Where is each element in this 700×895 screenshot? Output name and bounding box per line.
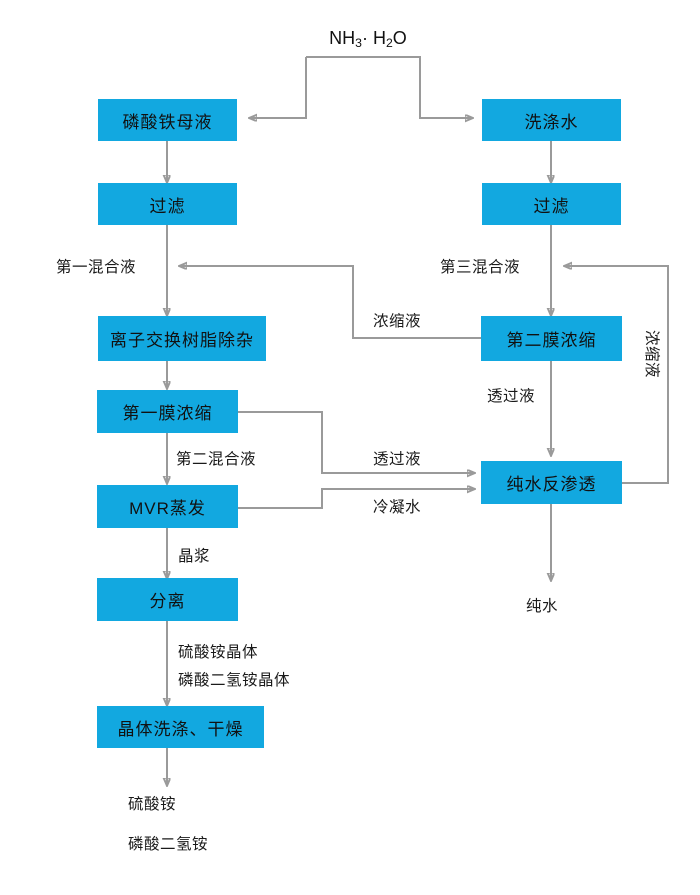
node-mvr-evaporation[interactable]: MVR蒸发 bbox=[97, 485, 238, 528]
label-first-mixed-liquor: 第一混合液 bbox=[56, 259, 137, 276]
node-separation[interactable]: 分离 bbox=[97, 578, 238, 621]
node-ion-exchange-resin[interactable]: 离子交换树脂除杂 bbox=[98, 316, 266, 361]
label-concentrate-to-first-mix: 浓缩液 bbox=[373, 313, 422, 330]
label-ammonium-sulfate-product: 硫酸铵 bbox=[128, 796, 177, 813]
label-crystal-slurry: 晶浆 bbox=[178, 548, 211, 565]
wire-ammonia-to-mother-liquor bbox=[250, 57, 307, 118]
ammonia-feed-title: NH3· H2O bbox=[329, 28, 407, 51]
node-wash-water[interactable]: 洗涤水 bbox=[482, 99, 621, 141]
label-ammonium-sulfate-crystal: 硫酸铵晶体 bbox=[178, 644, 259, 661]
node-filtration-right[interactable]: 过滤 bbox=[482, 183, 621, 225]
node-second-membrane-concentration[interactable]: 第二膜浓缩 bbox=[481, 316, 622, 361]
title-sub-3: 3 bbox=[355, 36, 362, 51]
node-filtration-left[interactable]: 过滤 bbox=[98, 183, 237, 225]
label-pure-water-out: 纯水 bbox=[526, 598, 559, 615]
wire-permeate-to-ro bbox=[238, 411, 474, 473]
node-crystal-wash-dry[interactable]: 晶体洗涤、干燥 bbox=[97, 706, 264, 748]
node-pure-water-reverse-osmosis[interactable]: 纯水反渗透 bbox=[481, 461, 622, 504]
node-iron-phosphate-mother-liquor[interactable]: 磷酸铁母液 bbox=[98, 99, 237, 141]
label-monoammonium-phosphate-product: 磷酸二氢铵 bbox=[128, 836, 209, 853]
title-post: O bbox=[392, 28, 407, 48]
title-pre: NH bbox=[329, 28, 356, 48]
label-second-mixed-liquor: 第二混合液 bbox=[176, 451, 257, 468]
wire-condensate-to-ro bbox=[238, 489, 474, 509]
label-monoammonium-phosphate-crystal: 磷酸二氢铵晶体 bbox=[178, 672, 291, 689]
node-first-membrane-concentration[interactable]: 第一膜浓缩 bbox=[97, 390, 238, 433]
label-permeate-to-ro-upper: 透过液 bbox=[487, 388, 536, 405]
label-condensate: 冷凝水 bbox=[373, 499, 422, 516]
label-permeate-from-first-membrane: 透过液 bbox=[373, 451, 422, 468]
title-sub-2: 2 bbox=[385, 36, 393, 51]
label-third-mixed-liquor: 第三混合液 bbox=[440, 259, 521, 276]
wire-ammonia-to-wash-water bbox=[306, 56, 472, 118]
title-mid: · H bbox=[361, 28, 386, 48]
label-concentrate-recycle: 浓缩液 bbox=[643, 330, 660, 379]
